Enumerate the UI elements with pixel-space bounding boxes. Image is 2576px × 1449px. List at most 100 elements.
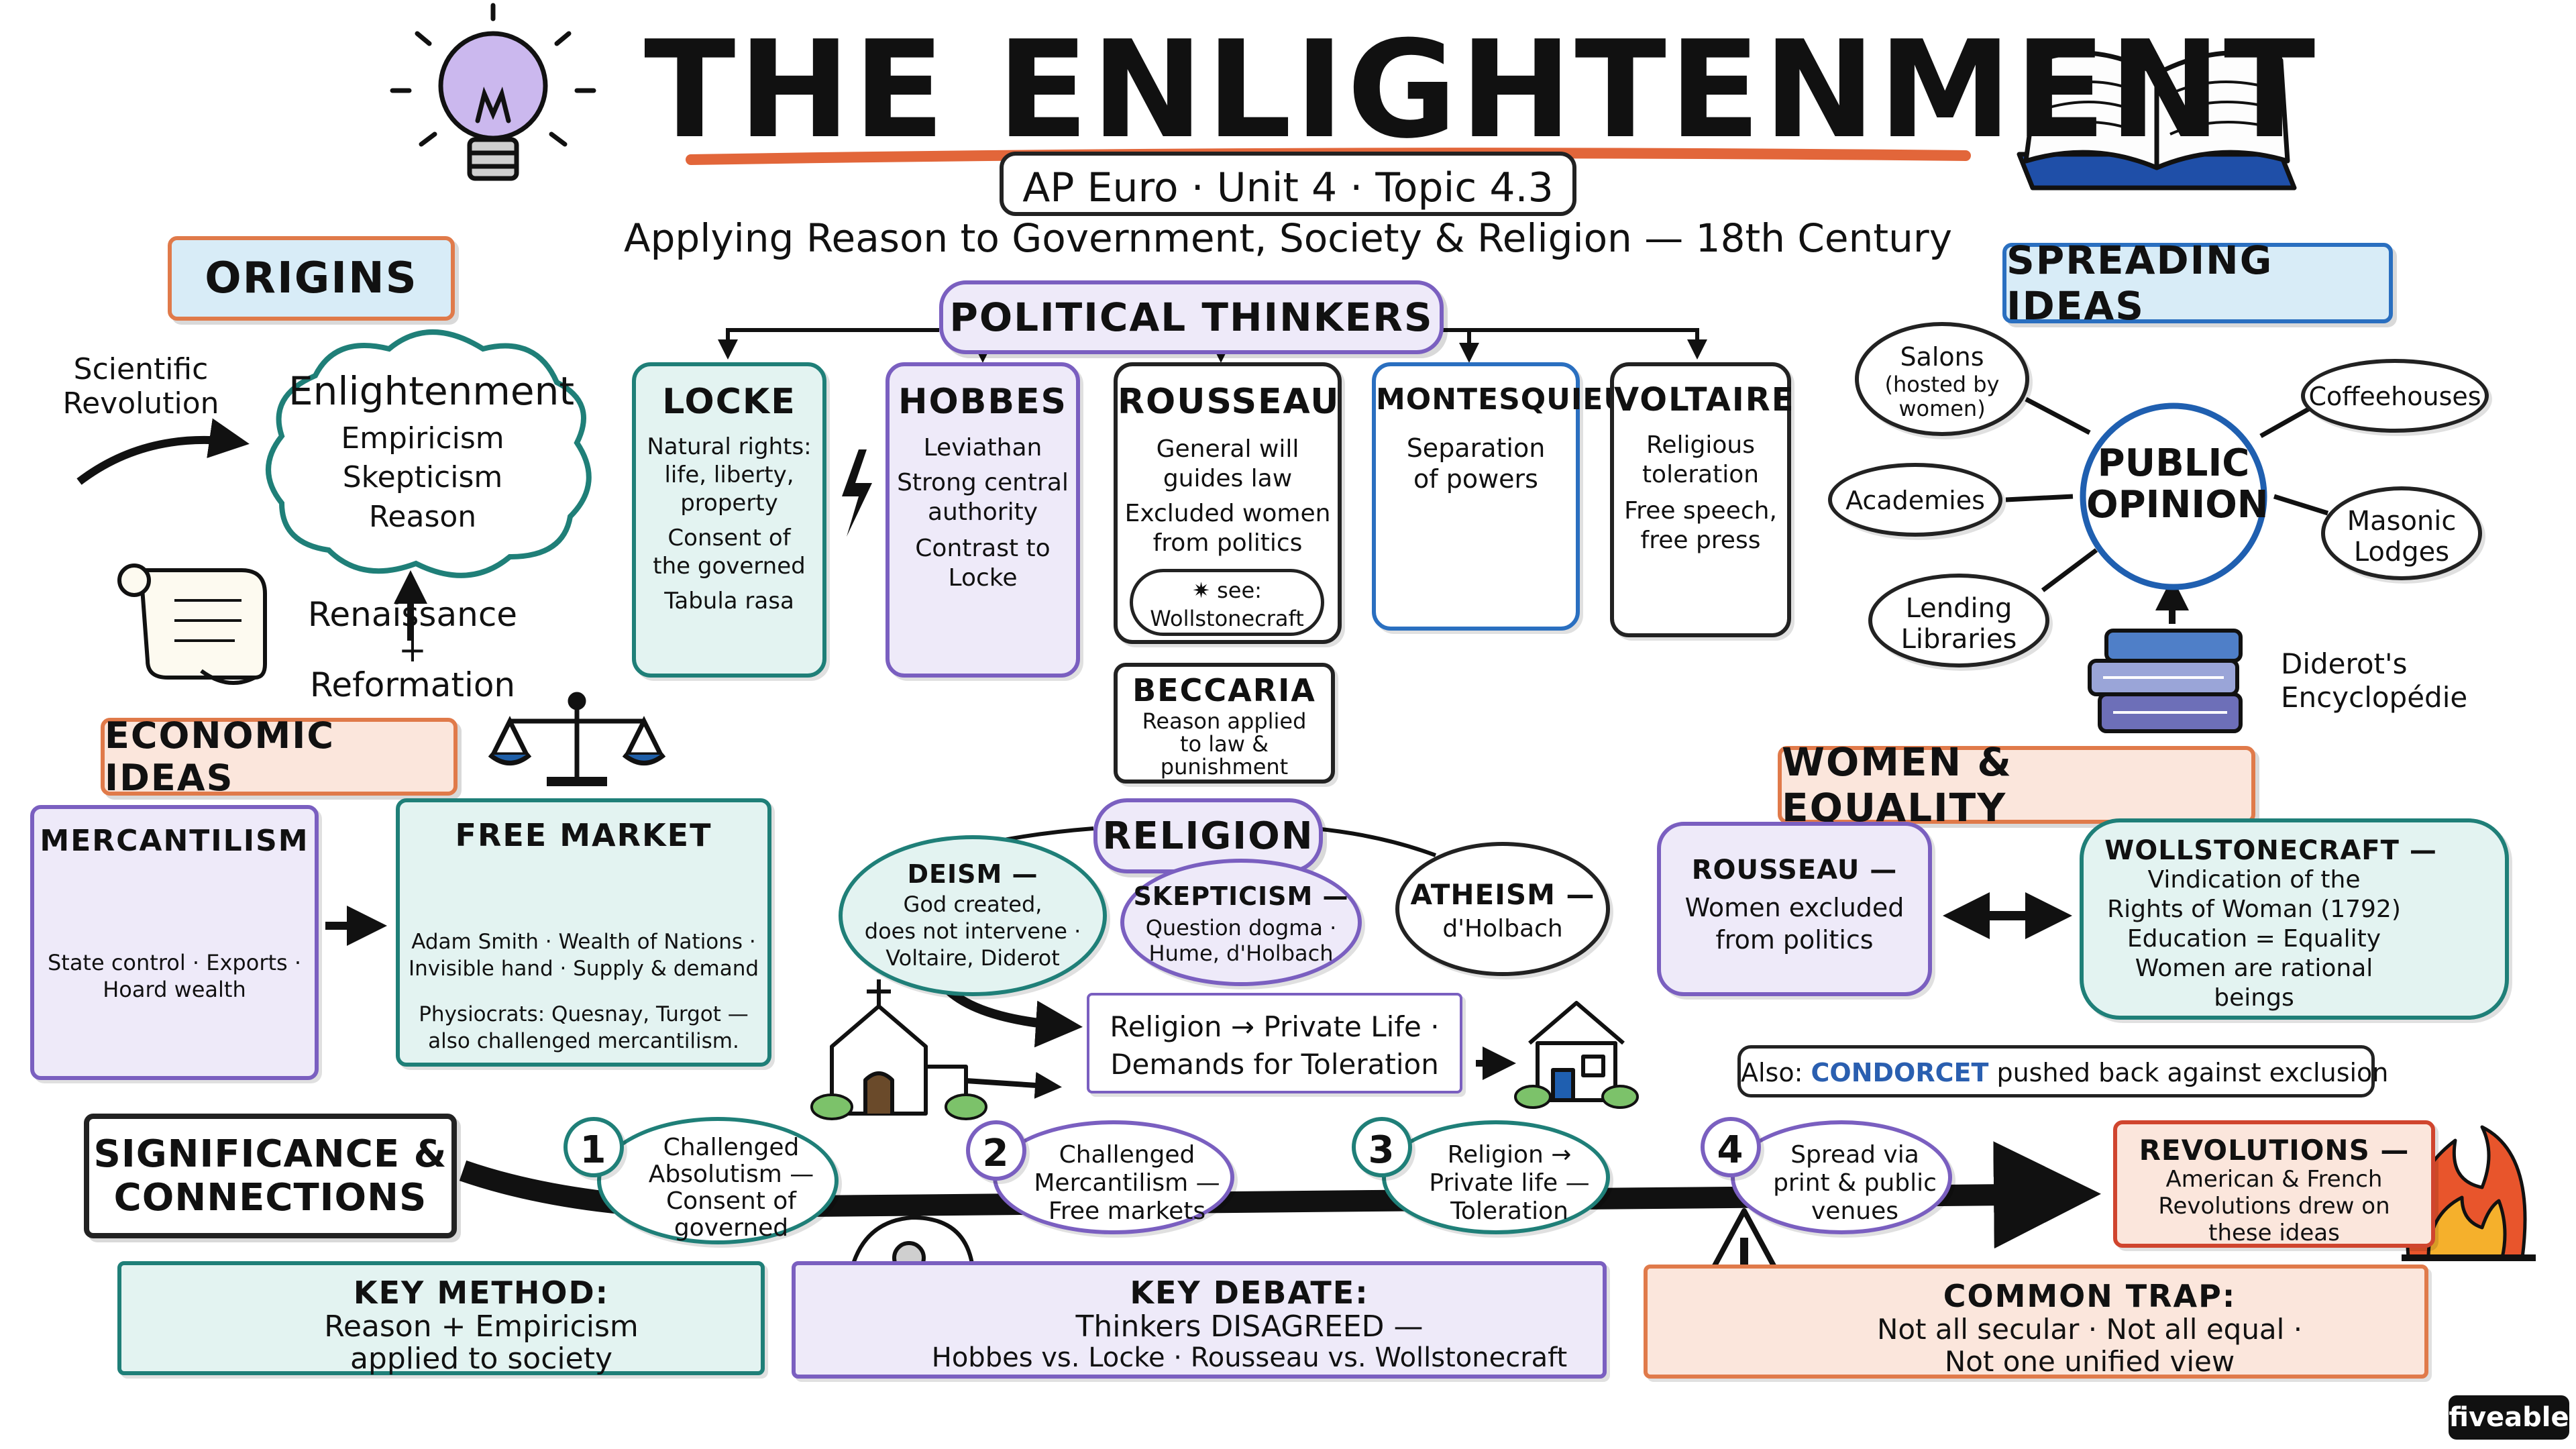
voltaire-line-1: Religious (1646, 431, 1755, 459)
church-icon (810, 979, 987, 1120)
montesquieu-line-2: of powers (1413, 464, 1538, 494)
wollstonecraft-line-5: beings (2214, 984, 2294, 1012)
step-1-bubble: Challenged Absolutism — Consent of gover… (597, 1117, 839, 1244)
common-trap-line-2: Not one unified view (1944, 1345, 2235, 1378)
hobbes-name: HOBBES (898, 382, 1067, 422)
plus-line: + (398, 630, 427, 669)
masonic-line-2: Lodges (2353, 537, 2450, 568)
beccaria-line-1: Reason applied (1142, 708, 1307, 734)
step-3-bubble: Religion → Private life — Toleration (1382, 1120, 1610, 1234)
wollstonecraft-line-3: Education = Equality (2127, 925, 2381, 953)
diderot-line-2: Encyclopédie (2281, 681, 2468, 714)
diderot-line-1: Diderot's (2281, 647, 2408, 680)
masonic-lodges-node: Masonic Lodges (2321, 486, 2482, 580)
step-2-bubble: Challenged Mercantilism — Free markets (993, 1120, 1234, 1234)
academies-node: Academies (1828, 463, 2002, 537)
free-market-line-1: Adam Smith · Wealth of Nations · (411, 930, 756, 954)
deism-line-2: does not intervene · (864, 918, 1081, 944)
subtitle-tag: AP Euro · Unit 4 · Topic 4.3 (1000, 152, 1576, 216)
deism-node: DEISM — God created, does not intervene … (839, 835, 1107, 996)
libraries-line-1: Lending (1905, 593, 2012, 624)
step-2-line-3: Free markets (1048, 1197, 1206, 1225)
scientific-revolution-line-1: Scientific (73, 352, 209, 386)
skepticism-node: SKEPTICISM — Question dogma · Hume, d'Ho… (1120, 859, 1362, 986)
academies-label: Academies (1845, 486, 1985, 515)
mercantilism-name: MERCANTILISM (40, 824, 309, 858)
salons-line-2: (hosted by (1884, 372, 2000, 397)
key-method-line-2: applied to society (350, 1342, 613, 1376)
key-debate-box: KEY DEBATE: Thinkers DISAGREED — Hobbes … (792, 1261, 1607, 1379)
step-1-line-1: Challenged (663, 1134, 800, 1161)
voltaire-line-2: toleration (1642, 461, 1760, 488)
revolutions-line-1: American & French (2165, 1166, 2383, 1193)
condorcet-text: Also: CONDORCET pushed back against excl… (1741, 1058, 2388, 1089)
rousseau-see-note: ✷ see: Wollstonecraft (1130, 569, 1324, 636)
public-line: PUBLIC (2097, 441, 2250, 485)
cloud-item-reason: Reason (368, 499, 477, 534)
locke-name: LOCKE (662, 382, 796, 422)
condorcet-prefix: Also: (1741, 1058, 1803, 1087)
locke-card: LOCKE Natural rights: life, liberty, pro… (632, 362, 826, 678)
step-4-line-2: print & public (1773, 1169, 1937, 1197)
step-3-num-text: 3 (1368, 1128, 1396, 1172)
step-4-line-1: Spread via (1790, 1141, 1919, 1169)
step-3-number: 3 (1352, 1117, 1412, 1177)
revolutions-box: REVOLUTIONS — American & French Revoluti… (2113, 1120, 2435, 1248)
hobbes-line-1: Leviathan (923, 434, 1042, 462)
lightbulb-icon (390, 3, 596, 181)
scales-icon (488, 692, 666, 786)
coffeehouses-label: Coffeehouses (2308, 382, 2481, 411)
significance-line-2: CONNECTIONS (113, 1176, 427, 1220)
common-trap-title: COMMON TRAP: (1943, 1278, 2237, 1314)
skepticism-line-1: Question dogma · (1145, 915, 1337, 941)
key-method-box: KEY METHOD: Reason + Empiricism applied … (117, 1261, 765, 1376)
key-debate-line-2: Hobbes vs. Locke · Rousseau vs. Wollston… (931, 1342, 1568, 1373)
opinion-line: OPINION (2086, 482, 2269, 527)
step-2-num-text: 2 (982, 1132, 1010, 1175)
free-market-card: FREE MARKET Adam Smith · Wealth of Natio… (396, 798, 771, 1067)
common-trap-box: COMMON TRAP: Not all secular · Not all e… (1644, 1265, 2428, 1379)
salons-node: Salons (hosted by women) (1855, 322, 2029, 436)
arrow-scirev-to-enlightenment (76, 418, 250, 485)
condorcet-name: CONDORCET (1811, 1058, 1989, 1087)
free-market-line-2: Invisible hand · Supply & demand (408, 957, 759, 981)
renaissance-reformation-label: Renaissance + Reformation (288, 597, 537, 703)
step-4-num-text: 4 (1717, 1128, 1745, 1172)
wollstonecraft-line-2: Rights of Woman (1792) (2107, 896, 2401, 923)
mercantilism-line-2: Hoard wealth (103, 977, 246, 1002)
step-3-line-3: Toleration (1450, 1197, 1568, 1225)
women-equality-tag: WOMEN & EQUALITY (1778, 739, 2255, 830)
deism-line-3: Voltaire, Diderot (885, 945, 1060, 971)
cloud-item-empiricism: Empiricism (341, 421, 504, 455)
diderot-label: Diderot's Encyclopédie (2281, 647, 2467, 715)
revolutions-line-3: these ideas (2208, 1220, 2340, 1246)
step-1-line-4: governed (674, 1214, 789, 1242)
step-4-number: 4 (1701, 1117, 1761, 1177)
deism-title: DEISM — (907, 859, 1038, 889)
rousseau-line-2: guides law (1163, 465, 1293, 492)
open-book-icon (2017, 50, 2297, 191)
scroll-icon (117, 564, 267, 685)
enlightenment-cloud (266, 329, 592, 578)
step-2-number: 2 (966, 1120, 1026, 1181)
skepticism-title: SKEPTICISM — (1133, 881, 1349, 911)
atheism-line-1: d'Holbach (1442, 915, 1563, 943)
rousseau-line-3: Excluded women (1124, 500, 1331, 527)
hobbes-card: HOBBES Leviathan Strong central authorit… (885, 362, 1080, 678)
revolutions-title: REVOLUTIONS — (2139, 1134, 2410, 1167)
rousseau-name: ROUSSEAU (1118, 382, 1340, 422)
rousseau-line-1: General will (1156, 435, 1299, 463)
outcome-line-1: Religion → Private Life · (1110, 1010, 1440, 1043)
voltaire-name: VOLTAIRE (1614, 381, 1795, 419)
step-3-line-2: Private life — (1429, 1169, 1590, 1197)
house-icon (1514, 1001, 1639, 1109)
atheism-node: ATHEISM — d'Holbach (1395, 842, 1610, 976)
reformation-line: Reformation (309, 665, 516, 704)
hobbes-line-3: authority (927, 498, 1038, 526)
renaissance-line: Renaissance (307, 595, 518, 634)
public-opinion-label: PUBLIC OPINION (2086, 441, 2269, 527)
page-title: THE ENLIGHTENMENT (644, 12, 2318, 168)
economic-ideas-tag: ECONOMIC IDEAS (101, 714, 458, 799)
locke-line-2: life, liberty, (664, 462, 794, 488)
